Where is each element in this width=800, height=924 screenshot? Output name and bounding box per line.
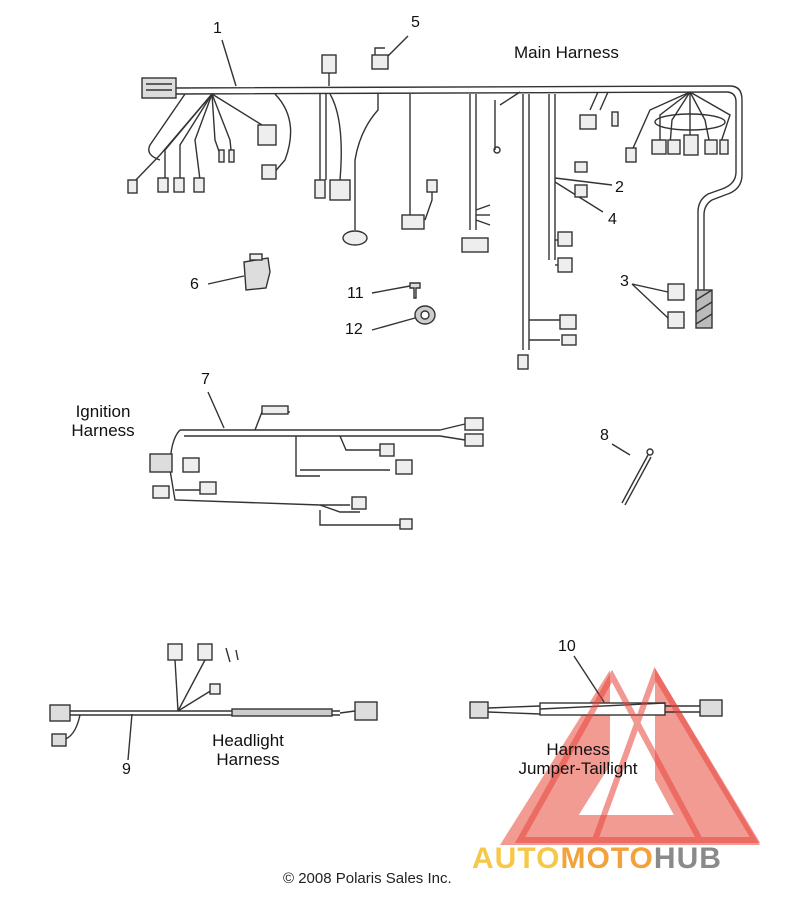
watermark-brand-part3: HUB	[653, 842, 722, 875]
part-11-screw	[409, 282, 421, 299]
main-harness-left-connector	[141, 77, 177, 99]
main-harness-trunk	[175, 85, 743, 300]
watermark-brand-part1: AUTO	[472, 842, 561, 875]
callout-2: 2	[615, 179, 624, 196]
ignition-harness	[149, 391, 484, 530]
headlight-harness-title-line2: Harness	[216, 750, 280, 769]
callout-6: 6	[190, 276, 199, 293]
callout-5: 5	[411, 14, 420, 31]
taillight-harness-title-line1: Harness	[546, 740, 610, 759]
callout-9: 9	[122, 761, 131, 778]
callout-11: 11	[347, 285, 364, 302]
taillight-harness-title: Harness Jumper-Taillight	[503, 740, 653, 778]
watermark-a-shape	[514, 667, 761, 843]
watermark-brand-part2: MOTO	[560, 842, 654, 875]
taillight-harness-title-line2: Jumper-Taillight	[518, 759, 638, 778]
ignition-harness-title-line1: Ignition	[75, 402, 131, 421]
watermark-brand-text: AUTOMOTOHUB	[472, 842, 722, 876]
callout-12-leader	[371, 317, 416, 331]
part-8-strap	[611, 443, 654, 506]
callout-12: 12	[345, 321, 363, 338]
ignition-harness-title-line2: Harness	[71, 421, 135, 440]
part-6-module	[243, 257, 271, 291]
callout-3-leader	[631, 283, 669, 293]
headlight-harness	[49, 643, 378, 761]
main-harness-title: Main Harness	[514, 43, 619, 62]
callout-8-leader	[611, 443, 631, 456]
callout-10: 10	[558, 638, 576, 655]
main-harness	[127, 35, 743, 370]
loose-parts	[207, 253, 436, 331]
callout-7: 7	[201, 371, 210, 388]
copyright-notice: © 2008 Polaris Sales Inc.	[283, 870, 452, 887]
main-harness-ground-block	[695, 289, 713, 329]
main-harness-trunk-inner	[175, 91, 737, 300]
callout-1-leader	[221, 39, 237, 87]
callout-5-leader	[385, 35, 409, 59]
callout-1: 1	[213, 20, 222, 37]
headlight-harness-title: Headlight Harness	[200, 731, 296, 769]
callout-2-leader	[554, 177, 613, 186]
callout-3: 3	[620, 273, 629, 290]
callout-4: 4	[608, 211, 617, 228]
headlight-harness-title-line1: Headlight	[212, 731, 284, 750]
callout-7-leader	[207, 391, 225, 429]
callout-8: 8	[600, 427, 609, 444]
callout-11-leader	[371, 285, 411, 294]
callout-9-leader	[127, 713, 133, 761]
callout-6-leader	[207, 275, 245, 285]
ignition-harness-title: Ignition Harness	[62, 402, 144, 440]
